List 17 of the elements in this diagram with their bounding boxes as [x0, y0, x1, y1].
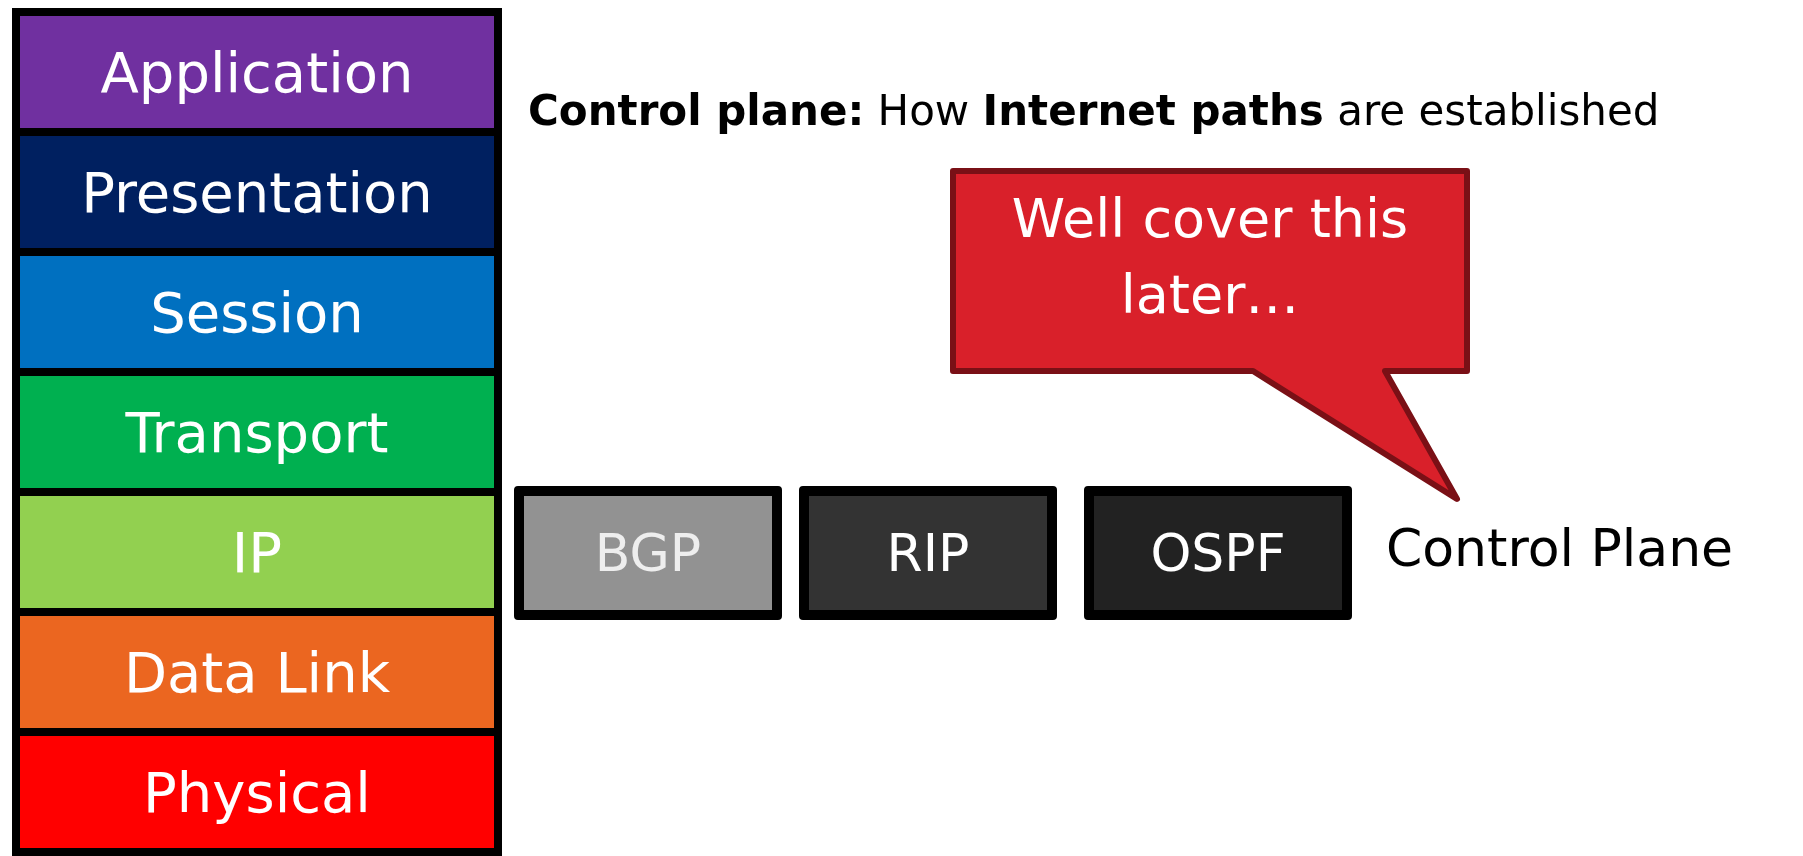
- layer-label: Application: [100, 39, 414, 105]
- protocol-label: BGP: [594, 523, 702, 583]
- layer-label: Presentation: [81, 159, 433, 225]
- protocol-box: [1084, 486, 1352, 620]
- protocol-label: OSPF: [1150, 523, 1286, 583]
- layer-label: IP: [231, 519, 283, 585]
- protocol-label: RIP: [886, 523, 970, 583]
- layer-label: Physical: [143, 759, 371, 825]
- slide-title: Control plane: How Internet paths are established: [528, 86, 1660, 135]
- callout-text: Well cover this later…: [1010, 186, 1410, 328]
- callout-bubble: [949, 167, 1471, 505]
- plane-label: Control Plane: [1386, 518, 1734, 578]
- layer-label: Transport: [125, 399, 389, 465]
- layer-label: Session: [150, 279, 364, 345]
- protocol-box: [514, 486, 782, 620]
- protocol-box: [799, 486, 1057, 620]
- layer-label: Data Link: [123, 639, 391, 705]
